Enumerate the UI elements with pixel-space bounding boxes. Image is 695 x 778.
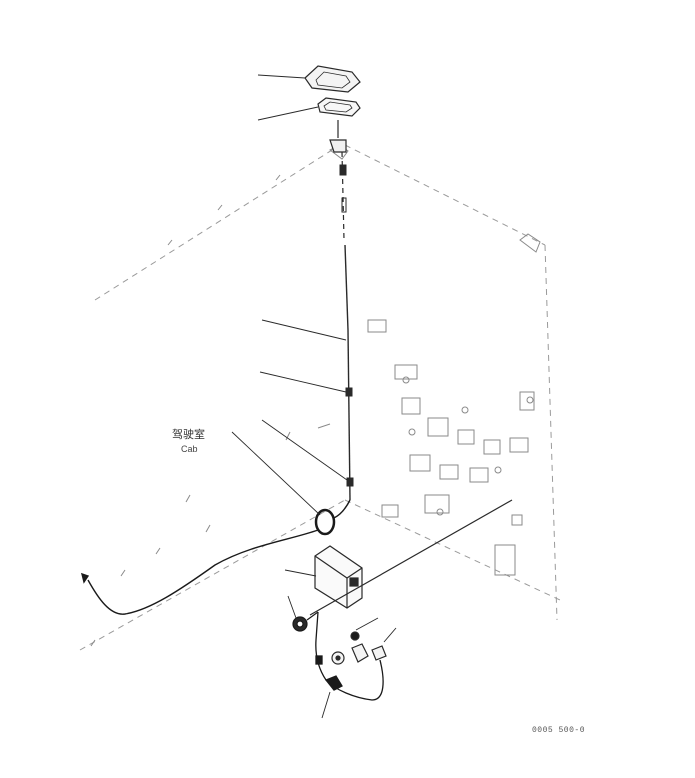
lower-harness (315, 611, 384, 701)
diagonal-rod (309, 499, 513, 616)
seal-plate (317, 97, 361, 117)
cab-label-chinese: 驾驶室 (172, 428, 205, 441)
cab-label-english: Cab (181, 444, 198, 454)
background-components (90, 144, 541, 647)
vertical-cable (339, 151, 354, 501)
connector-plug (292, 611, 319, 632)
switch-fitting (331, 631, 387, 665)
long-cable (81, 529, 319, 615)
mount-bracket (329, 120, 347, 153)
leader-lines (231, 74, 397, 719)
drawing-code: 0005 500-0 (532, 726, 586, 735)
floor-mat (304, 65, 361, 93)
frame-outline (79, 144, 561, 651)
cable-loop (314, 499, 351, 536)
